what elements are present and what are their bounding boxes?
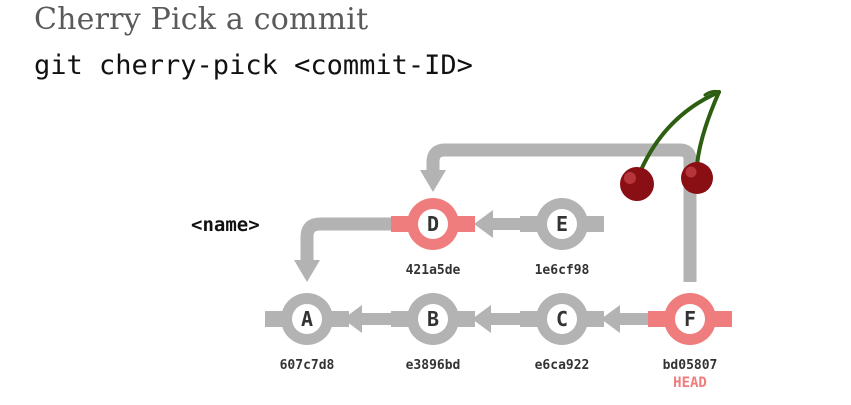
arrow-b-to-a — [343, 305, 392, 333]
connectors — [343, 210, 650, 333]
node-center — [418, 304, 448, 334]
connector-d-to-a — [300, 217, 392, 262]
branch-label: <name> — [191, 214, 260, 236]
cherry-icon — [620, 89, 721, 201]
commit-letter: F — [684, 307, 696, 331]
node-center — [547, 209, 577, 239]
node-center — [418, 209, 448, 239]
diagram-title: Cherry Pick a commit — [34, 2, 369, 37]
connector-heads — [294, 170, 446, 282]
node-center — [292, 304, 322, 334]
arrowhead-to-d — [420, 170, 446, 192]
commit-hash: bd05807 — [663, 358, 718, 373]
arrow-e-to-d — [474, 210, 522, 238]
commit-hash: e3896bd — [406, 358, 461, 373]
node-center — [547, 304, 577, 334]
commit-letter: C — [556, 307, 568, 331]
commit-hash: e6ca922 — [535, 358, 590, 373]
commit-letter: A — [301, 307, 313, 331]
arrowhead-to-a — [294, 260, 320, 282]
commit-node-a: A 607c7d8 — [265, 293, 349, 373]
commit-node-e: E 1e6cf98 — [520, 198, 604, 278]
arrow-c-to-b — [472, 305, 521, 333]
commit-hash: 1e6cf98 — [535, 263, 590, 278]
head-ref-label: HEAD — [673, 375, 707, 391]
commit-letter: D — [427, 212, 439, 236]
node-center — [675, 304, 705, 334]
commit-letter: E — [556, 212, 568, 236]
connector-f-to-d — [426, 143, 697, 282]
commit-hash: 607c7d8 — [280, 358, 335, 373]
commit-node-d: D 421a5de — [391, 198, 475, 278]
connector-lines — [300, 143, 697, 282]
commit-hash: 421a5de — [406, 263, 461, 278]
arrow-f-to-c — [601, 305, 650, 333]
commit-letter: B — [427, 307, 439, 331]
command-text: git cherry-pick <commit-ID> — [34, 50, 473, 81]
